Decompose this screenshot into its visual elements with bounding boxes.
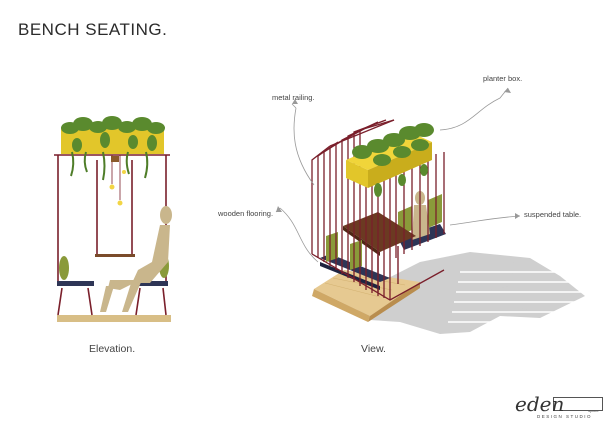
view-annotation-arrowheads: [276, 88, 520, 219]
elevation-foliage: [61, 116, 165, 152]
elevation-right-cushion: [136, 281, 168, 286]
logo-brand: eden: [515, 392, 565, 416]
view-foliage: [352, 123, 434, 197]
label-metal-railing: metal railing.: [272, 93, 315, 102]
view-drawing: [275, 87, 590, 334]
elevation-hanging-vines: [70, 151, 149, 181]
elevation-table: [95, 254, 135, 257]
elevation-floor: [57, 315, 171, 322]
caption-elevation: Elevation.: [89, 343, 136, 355]
elevation-leaf-left: [59, 256, 69, 280]
caption-view: View.: [361, 343, 386, 355]
view-seated-figure: [412, 191, 430, 240]
view-annotation-leaders: [275, 87, 521, 263]
page-title: BENCH SEATING.: [18, 20, 168, 39]
view-back-cushion: [398, 224, 446, 250]
label-planter-box: planter box.: [483, 74, 523, 83]
elevation-drawing: [54, 116, 172, 322]
elevation-left-cushion: [57, 281, 94, 286]
elevation-seated-figure: [100, 206, 172, 312]
logo-tag: space: [588, 408, 599, 413]
view-planter-box: [346, 132, 432, 188]
view-wooden-floor: [312, 270, 420, 322]
elevation-pendant-lights: [109, 155, 126, 206]
logo-subtitle: DESIGN STUDIO: [537, 414, 593, 419]
view-shadow-stripes: [448, 271, 590, 323]
label-wooden-flooring: wooden flooring.: [218, 209, 274, 218]
view-metal-railing: [311, 119, 445, 301]
logo-frame: [553, 397, 603, 411]
label-suspended-table: suspended table.: [524, 210, 582, 219]
